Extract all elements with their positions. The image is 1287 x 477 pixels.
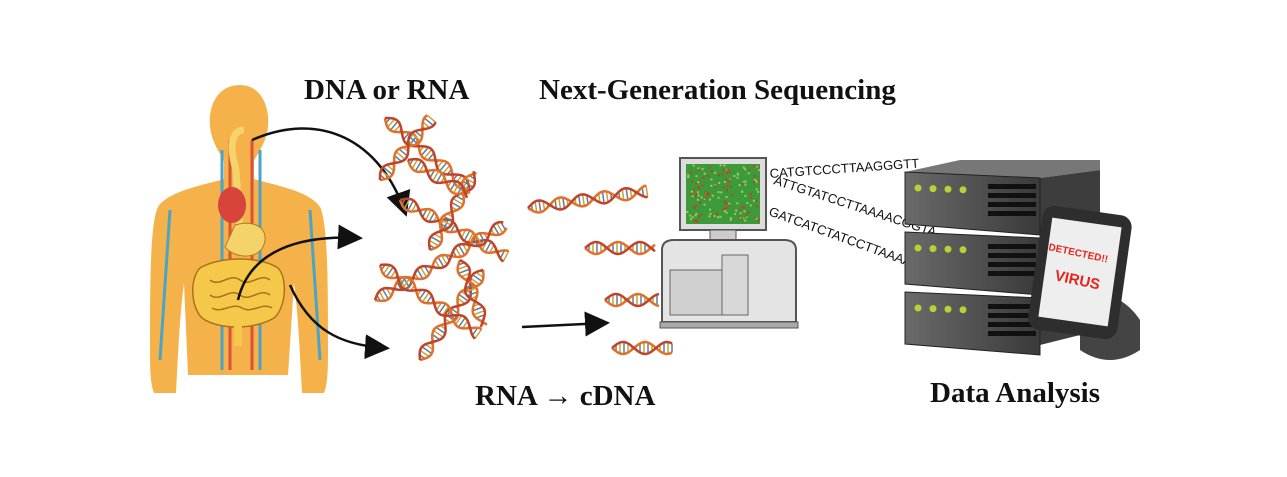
led-indicator — [945, 246, 952, 253]
dna-helix — [612, 342, 672, 354]
label-data-analysis: Data Analysis — [930, 377, 1100, 410]
led-indicator — [930, 245, 937, 252]
led-indicator — [960, 306, 967, 313]
dna-helix — [527, 185, 647, 213]
led-indicator — [915, 305, 922, 312]
dna-helix — [605, 294, 659, 306]
dna-helix — [585, 242, 655, 254]
led-indicator — [945, 306, 952, 313]
human-body-illustration — [150, 85, 328, 393]
arrow-to-sequencer — [522, 323, 605, 327]
led-indicator — [930, 305, 937, 312]
label-dna-or-rna: DNA or RNA — [304, 74, 469, 107]
led-indicator — [945, 186, 952, 193]
led-indicator — [915, 245, 922, 252]
led-indicator — [930, 185, 937, 192]
led-indicator — [915, 185, 922, 192]
label-rna-cdna: RNA → cDNA — [475, 380, 655, 413]
label-ngs: Next-Generation Sequencing — [539, 74, 896, 107]
led-indicator — [960, 246, 967, 253]
led-indicator — [960, 186, 967, 193]
